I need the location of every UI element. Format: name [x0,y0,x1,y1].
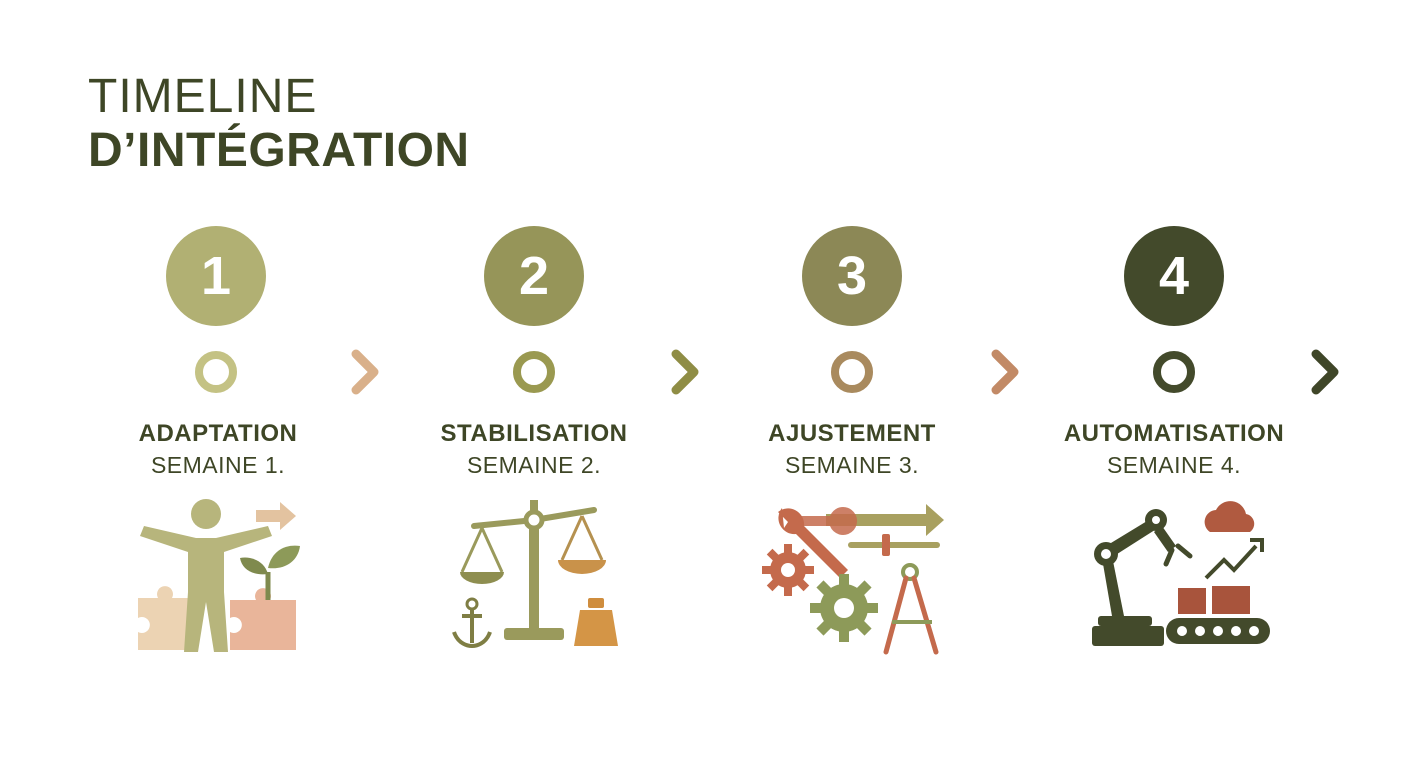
title-line-1: TIMELINE [88,70,318,123]
step-number-4: 4 [1124,226,1224,326]
step-week: SEMAINE 1. [150,452,286,478]
timeline-segment-3 [705,349,1019,395]
robot-arm-conveyor-and-cloud-icon [1092,501,1270,646]
wrenches-gears-and-compass-icon [762,504,944,655]
step-week: SEMAINE 3. [784,452,920,478]
step-week: SEMAINE 4. [1106,452,1242,478]
step-label-4: AUTOMATISATION SEMAINE 4. [1044,420,1304,479]
timeline-segment-4 [1025,349,1339,395]
step-number-3: 3 [802,226,902,326]
step-number-2: 2 [484,226,584,326]
timeline-segment-2 [387,349,699,395]
step-label-3: AJUSTEMENT SEMAINE 3. [722,420,982,479]
step-title: STABILISATION [440,420,628,447]
step-number-1: 1 [166,226,266,326]
step-title: ADAPTATION [138,420,298,447]
timeline-segment-1 [67,349,379,395]
step-label-2: STABILISATION SEMAINE 2. [404,420,664,479]
step-week: SEMAINE 2. [466,452,602,478]
page-title: TIMELINE D’INTÉGRATION [88,72,470,180]
step-title: AUTOMATISATION [1063,420,1285,447]
step-title: AJUSTEMENT [768,420,936,447]
balance-scale-with-anchor-and-weight-icon [452,500,618,649]
title-line-2: D’INTÉGRATION [88,124,470,177]
step-label-1: ADAPTATION SEMAINE 1. [88,420,348,479]
person-arms-out-with-puzzle-and-sprout-icon [138,499,300,652]
